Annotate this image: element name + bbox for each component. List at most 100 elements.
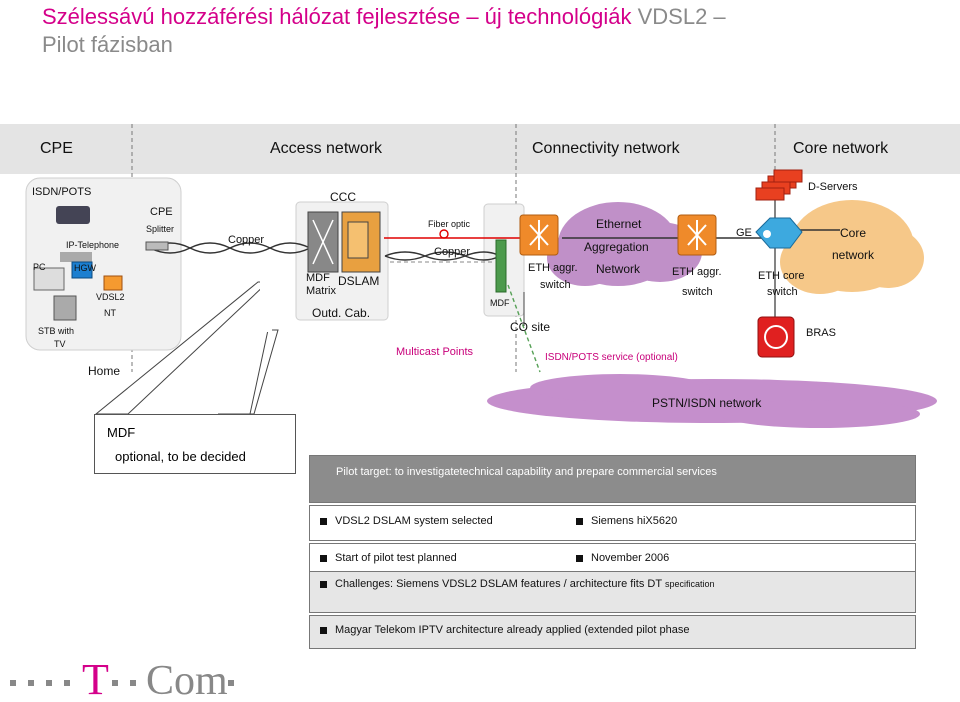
table-row-4: Magyar Telekom IPTV architecture already… — [309, 615, 916, 649]
table-row-3: Challenges: Siemens VDSL2 DSLAM features… — [309, 571, 916, 613]
pilot-table: Pilot target: to investigatetechnical ca… — [309, 455, 916, 649]
pc-label: PC — [33, 262, 46, 272]
bullet-icon — [576, 554, 583, 562]
core-switch-dot — [763, 230, 771, 238]
dslam-panel — [347, 221, 369, 259]
title-grey: VDSL2 – — [637, 4, 726, 29]
isdn-pots-label: ISDN/POTS — [32, 186, 92, 198]
title-pink: Szélessávú hozzáférési hálózat fejleszté… — [42, 4, 632, 29]
stb-label: STB with — [38, 326, 75, 336]
ge-label: GE — [736, 227, 752, 239]
eth-aggr-label-2: ETH aggr. — [672, 266, 722, 278]
svg-text:Com: Com — [146, 658, 228, 700]
network-label: Network — [596, 262, 641, 276]
bullet-icon — [576, 517, 583, 525]
bullet-icon — [320, 626, 327, 634]
bras-box — [757, 316, 795, 358]
mdf-note-text: optional, to be decided — [115, 449, 246, 464]
copper-label-2: Copper — [434, 246, 471, 258]
hgw-box — [71, 261, 93, 279]
bullet-icon — [320, 517, 327, 525]
copper-line-ccc — [384, 251, 501, 261]
table-head-text: Pilot target: to investigatetechnical ca… — [336, 466, 717, 478]
bullet-icon — [320, 554, 327, 562]
table-r3: Challenges: Siemens VDSL2 DSLAM features… — [335, 578, 662, 590]
switch-label-2: switch — [682, 286, 713, 298]
mdf-label: MDF — [306, 272, 330, 284]
table-r4: Magyar Telekom IPTV architecture already… — [335, 624, 690, 636]
outd-cab-label: Outd. Cab. — [312, 306, 371, 320]
svg-text:T: T — [82, 655, 109, 700]
tv-label: TV — [54, 339, 66, 349]
home-label: Home — [88, 364, 121, 378]
mdf-note-box: MDF optional, to be decided — [94, 414, 296, 474]
server-3 — [755, 187, 785, 201]
nt-label: NT — [104, 308, 116, 318]
eth-core-label: ETH core — [758, 270, 805, 282]
d-servers-label: D-Servers — [808, 181, 858, 193]
hgw-label: HGW — [74, 263, 96, 273]
table-r2a: Start of pilot test planned — [335, 552, 457, 564]
ip-telephone-label: IP-Telephone — [66, 240, 120, 250]
fiber-marker — [439, 229, 449, 239]
core-cloud-part2 — [852, 228, 924, 288]
aggregation-cloud-part — [547, 230, 623, 286]
callout-arrow-1 — [218, 329, 279, 415]
slide-title: Szélessávú hozzáférési hálózat fejleszté… — [42, 0, 922, 33]
table-r3-small: specification — [664, 579, 715, 589]
pstn-label: PSTN/ISDN network — [652, 396, 762, 410]
vdsl2-label: VDSL2 — [96, 292, 125, 302]
isdn-dashed-line — [507, 284, 541, 373]
ip-telephone — [60, 252, 92, 262]
pstn-cloud-part2 — [720, 400, 920, 428]
multicast-label: Multicast Points — [396, 346, 474, 358]
eth-aggr-label-1: ETH aggr. — [528, 262, 578, 274]
pstn-cloud-part — [530, 374, 710, 402]
tcom-logo: T Com — [10, 655, 234, 700]
server-4 — [773, 169, 803, 183]
ccc-label: CCC — [330, 190, 356, 204]
band-cpe: CPE — [40, 140, 73, 157]
band-access: Access network — [270, 140, 383, 157]
matrix-line-2 — [312, 219, 334, 265]
table-r2b: November 2006 — [591, 552, 670, 564]
eth-core-switch — [755, 217, 803, 249]
band-core: Core network — [793, 140, 889, 157]
home-panel — [25, 177, 182, 351]
splitter-box — [145, 241, 169, 251]
switch-label-1: switch — [540, 279, 571, 291]
core-label: Core — [840, 226, 867, 240]
copper-line-home-2 — [149, 242, 311, 254]
isdn-phone — [56, 206, 90, 224]
splitter-label: Splitter — [146, 224, 175, 234]
callout-cover — [260, 280, 272, 332]
band-connectivity: Connectivity network — [532, 140, 680, 157]
core-switch-label: switch — [767, 286, 798, 298]
vdsl2-nt-box — [103, 275, 123, 291]
mdf-note-title: MDF — [107, 425, 136, 440]
copper-label-1: Copper — [228, 234, 265, 246]
ethernet-label: Ethernet — [596, 217, 642, 231]
slide-subtitle: Pilot fázisban — [42, 32, 173, 57]
switch-arrows-2 — [687, 220, 707, 250]
matrix-label: Matrix — [306, 285, 336, 297]
table-row-2: Start of pilot test planned November 200… — [309, 543, 916, 573]
isdn-service-label: ISDN/POTS service (optional) — [545, 352, 678, 363]
table-r1a: VDSL2 DSLAM system selected — [335, 515, 493, 527]
mdf-bar — [495, 239, 507, 293]
bullet-icon — [320, 580, 327, 588]
table-r1b: Siemens hiX5620 — [591, 515, 678, 527]
stb-tv — [53, 295, 77, 321]
core-cloud-part — [780, 230, 860, 294]
bras-label: BRAS — [806, 327, 836, 339]
section-band — [0, 124, 960, 174]
co-site-label: CO site — [510, 320, 551, 334]
aggregation-label: Aggregation — [584, 240, 649, 254]
bras-circle — [764, 325, 788, 349]
table-row-head: Pilot target: to investigatetechnical ca… — [309, 455, 916, 503]
core-network-label: network — [832, 248, 875, 262]
dslam-label: DSLAM — [338, 274, 380, 288]
copper-line-ccc-2 — [384, 251, 501, 261]
fiber-optic-label: Fiber optic — [428, 219, 471, 229]
